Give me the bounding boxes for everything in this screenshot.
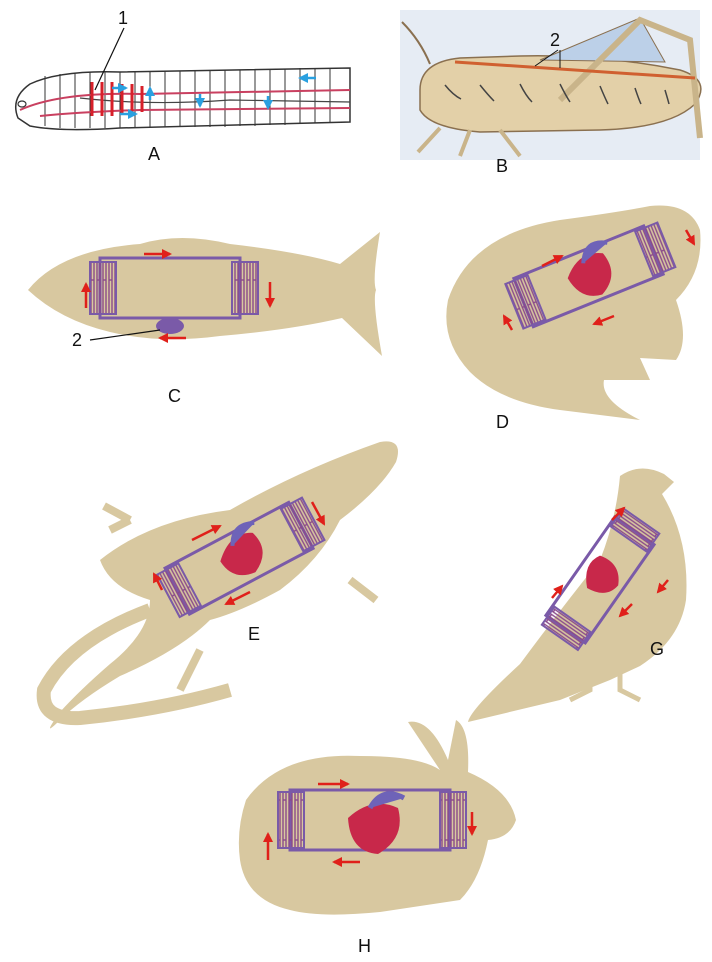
panel-label-g: G	[650, 639, 664, 659]
earthworm-diagram	[16, 28, 350, 130]
panel-label-d: D	[496, 412, 509, 432]
bird-diagram	[468, 468, 687, 722]
panel-label-e: E	[248, 624, 260, 644]
fish-callout-2: 2	[72, 330, 82, 350]
rabbit-diagram	[239, 720, 516, 915]
panel-label-c: C	[168, 386, 181, 406]
panel-label-b: B	[496, 156, 508, 176]
frog-diagram	[446, 206, 700, 421]
earthworm-callout-1: 1	[118, 8, 128, 28]
grasshopper-callout-2: 2	[550, 30, 560, 50]
panel-label-a: A	[148, 144, 160, 164]
panel-label-h: H	[358, 936, 371, 956]
lizard-diagram	[44, 441, 398, 728]
